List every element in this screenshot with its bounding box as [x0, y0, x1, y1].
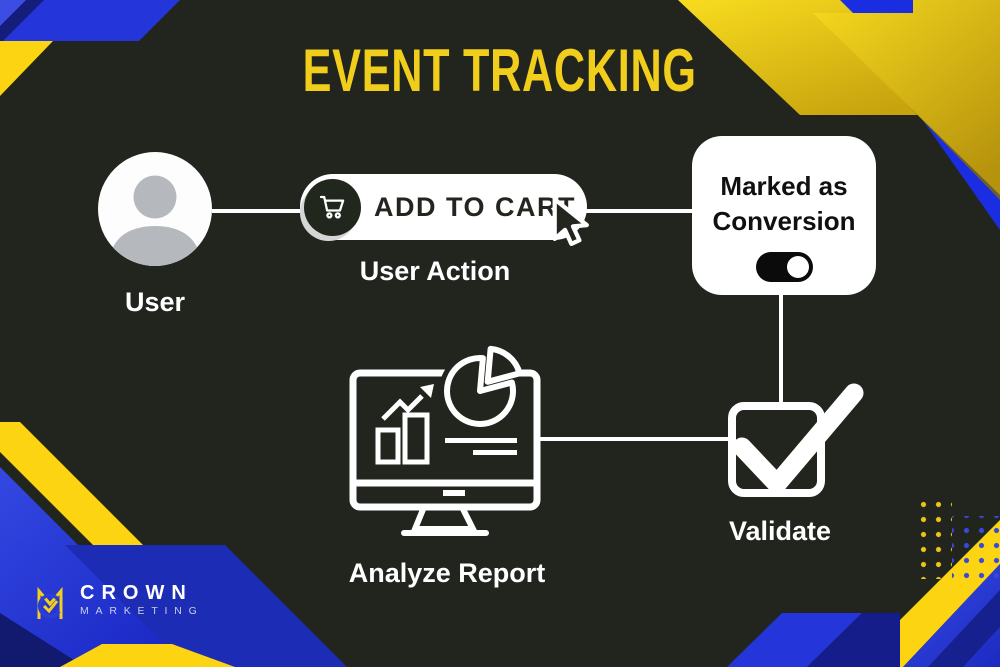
cursor-icon — [552, 197, 589, 247]
analytics-monitor-icon — [349, 345, 541, 536]
analyze-report-label: Analyze Report — [348, 558, 546, 588]
conversion-text-line1: Marked as — [720, 171, 848, 201]
connector-user-to-action — [212, 209, 302, 213]
validate-checkbox[interactable] — [728, 402, 825, 497]
conversion-text-line2: Conversion — [712, 206, 856, 236]
logo-subtitle: MARKETING — [80, 605, 204, 617]
validate-label: Validate — [728, 516, 832, 546]
corner-decoration-bottom-left — [0, 422, 347, 667]
connector-conversion-to-validate — [779, 294, 783, 404]
logo-name: CROWN — [80, 582, 193, 604]
add-to-cart-button[interactable]: ADD TO CART — [300, 174, 587, 240]
cart-icon — [304, 178, 361, 236]
user-label: User — [124, 287, 186, 317]
add-to-cart-label: ADD TO CART — [374, 191, 576, 222]
page-title: EVENT TRACKING — [302, 37, 698, 104]
brand-logo: CROWN MARKETING — [34, 581, 204, 623]
user-avatar-icon — [98, 152, 212, 266]
conversion-toggle-on[interactable] — [755, 252, 813, 282]
crown-monogram-icon — [37, 586, 63, 619]
dot-grid-yellow — [916, 497, 952, 579]
pie-chart-icon — [444, 345, 523, 427]
toggle-knob — [786, 256, 809, 278]
connector-action-to-conversion — [585, 209, 694, 213]
user-action-label: User Action — [359, 256, 511, 286]
connector-analyze-to-validate — [537, 437, 730, 441]
dot-grid-blue — [952, 516, 1000, 588]
conversion-card: Marked as Conversion — [692, 136, 876, 295]
